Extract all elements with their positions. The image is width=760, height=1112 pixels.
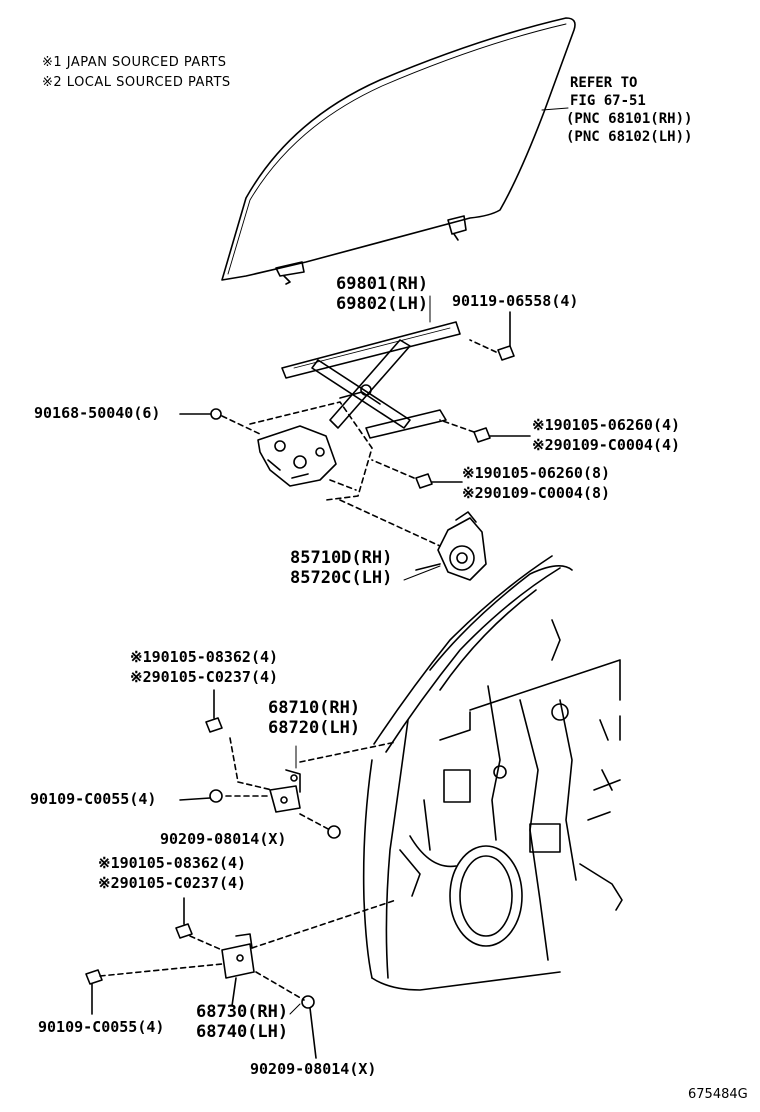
part-68730: 68730(RH) (196, 1002, 289, 1022)
part-90119: 90119-06558(4) (452, 292, 579, 310)
part-bolt-a1: ※190105-06260(4) (532, 416, 681, 434)
part-upper-bolt-1: ※190105-08362(4) (130, 648, 279, 666)
part-68740: 68740(LH) (196, 1022, 289, 1042)
refer-line-4: (PNC 68102(LH)) (566, 129, 693, 145)
part-69802: 69802(LH) (336, 294, 429, 314)
bolt-90168-icon (179, 408, 261, 435)
part-upper-90209: 90209-08014(X) (160, 830, 287, 848)
lower-hinge (99, 899, 397, 1007)
part-bolt-a2: ※290109-C0004(4) (532, 436, 681, 454)
part-lower-90109: 90109-C0055(4) (38, 1018, 165, 1036)
part-85710d: 85710D(RH) (290, 548, 393, 568)
legend-note-local: ※2 LOCAL SOURCED PARTS (42, 75, 231, 90)
part-bolt-b1: ※190105-06260(8) (462, 464, 611, 482)
upper-90209-icon (327, 825, 341, 839)
refer-line-2: FIG 67-51 (570, 93, 646, 109)
upper-hinge (225, 737, 397, 831)
part-90168: 90168-50040(6) (34, 404, 161, 422)
legend-note-japan: ※1 JAPAN SOURCED PARTS (42, 55, 227, 70)
part-85720c: 85720C(LH) (290, 568, 393, 588)
part-lower-90209: 90209-08014(X) (250, 1060, 377, 1078)
regulator-motor (339, 499, 487, 581)
upper-bolt-icon (205, 689, 223, 733)
lower-90109-icon (85, 969, 103, 1015)
part-69801: 69801(RH) (336, 274, 429, 294)
window-regulator (249, 321, 461, 501)
part-bolt-b2: ※290109-C0004(8) (462, 484, 611, 502)
part-upper-bolt-2: ※290105-C0237(4) (130, 668, 279, 686)
door-frame (362, 555, 623, 991)
bolt-b-icon (371, 459, 463, 489)
part-lower-bolt-1: ※190105-08362(4) (98, 854, 247, 872)
upper-90109-icon (179, 789, 223, 803)
bolt-90119-icon (469, 311, 515, 361)
part-68720: 68720(LH) (268, 718, 361, 738)
lower-90209-icon (301, 995, 317, 1059)
figure-id: 675484G (688, 1087, 748, 1102)
part-lower-bolt-2: ※290105-C0237(4) (98, 874, 247, 892)
part-upper-90109: 90109-C0055(4) (30, 790, 157, 808)
part-68710: 68710(RH) (268, 698, 361, 718)
door-glass (221, 17, 576, 285)
bolt-a-icon (439, 419, 531, 443)
refer-line-3: (PNC 68101(RH)) (566, 111, 693, 127)
lower-bolt-icon (175, 897, 193, 939)
refer-line-1: REFER TO (570, 75, 638, 91)
